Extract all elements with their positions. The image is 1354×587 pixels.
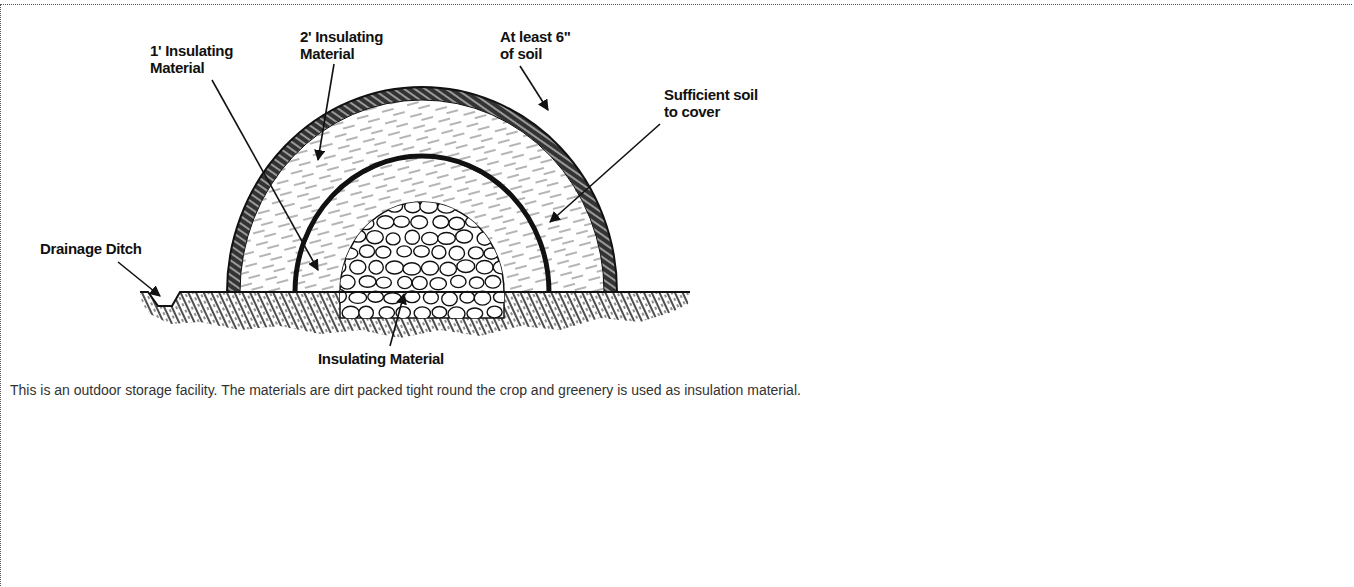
crop-stone [493, 261, 511, 274]
crop-stone [495, 200, 510, 213]
ground-line [140, 292, 690, 306]
crop-stone [442, 292, 458, 306]
crop-stone [477, 232, 492, 245]
leader-line [318, 64, 334, 160]
crop-stone [449, 217, 465, 229]
crop-stone [432, 246, 446, 259]
crop-stone [422, 232, 438, 244]
crop-stone [339, 275, 355, 289]
crop-stone [412, 276, 427, 289]
crop-stone [457, 260, 475, 273]
crop-stone [432, 307, 446, 318]
crop-stone [483, 216, 500, 230]
leader-line [390, 294, 404, 346]
crop-stone [430, 278, 446, 290]
leader-line [520, 66, 548, 110]
layer-label: At least 6" of soil [500, 28, 580, 62]
crop-stone [376, 277, 391, 288]
crop-stone [484, 248, 498, 259]
crop-stone [351, 230, 366, 242]
crop-stone [351, 201, 365, 215]
crop-stone [403, 263, 421, 275]
layer-label: 1' Insulating Material [150, 42, 250, 76]
crop-stone [421, 261, 438, 275]
crop-stone [433, 216, 449, 228]
crop-stone [342, 306, 359, 319]
crop-stone [494, 231, 508, 242]
crop-stone [397, 246, 412, 257]
crop-stone [398, 276, 412, 288]
crop-stone [367, 231, 384, 244]
crop-stone [494, 291, 509, 302]
crop-stone [456, 230, 473, 243]
crop-stone [474, 291, 490, 305]
leader-line [550, 124, 660, 222]
crop-stone [487, 306, 502, 318]
crop-stone [423, 291, 438, 304]
crop-pile-outline [340, 202, 504, 318]
crop-stone [379, 307, 394, 319]
crop-stone [457, 202, 474, 214]
crop-stone [386, 233, 400, 245]
leader-line [118, 262, 160, 296]
crop-stone [359, 276, 376, 288]
crop-stone [466, 216, 483, 227]
crop-stone [341, 215, 355, 229]
crop-stone [476, 261, 493, 274]
crop-stone [359, 245, 374, 257]
crop-stone [350, 260, 366, 274]
crop-stone [449, 246, 464, 260]
crop-stone [358, 218, 374, 230]
crop-stones [332, 199, 511, 320]
crop-stone [451, 275, 466, 287]
crop-stone [475, 203, 491, 215]
crop-stone [384, 293, 401, 304]
ground-soil [140, 292, 690, 338]
crop-stone [411, 216, 428, 229]
crop-stone [349, 292, 367, 303]
crop-stone [340, 248, 357, 259]
crop-stone [333, 202, 347, 214]
crop-stone [460, 291, 474, 303]
crop-stone [414, 246, 430, 257]
crop-stone [377, 216, 394, 229]
inner-soil-cover [295, 156, 549, 292]
crop-stone [405, 200, 421, 212]
crop-stone [420, 199, 438, 213]
crop-stone [485, 276, 501, 289]
crop-stone [405, 230, 419, 244]
crop-stone [438, 233, 456, 245]
crop-stone [468, 247, 483, 259]
ditch-label: Drainage Ditch [40, 240, 180, 257]
crop-stone [438, 202, 456, 214]
crop-stone [369, 201, 384, 214]
layer-label: Insulating Material [318, 350, 518, 367]
crop-stone [387, 200, 403, 212]
crop-stone [467, 308, 483, 319]
crop-stone [440, 262, 457, 275]
crop-stone [359, 306, 374, 319]
crop-stone [376, 246, 391, 258]
crop-stone [414, 307, 430, 320]
crop-stone [332, 261, 346, 274]
crop-stone [448, 307, 465, 321]
figure-caption: This is an outdoor storage facility. The… [10, 380, 1330, 400]
layer-label: Sufficient soil to cover [664, 86, 774, 120]
crop-stone [386, 261, 404, 274]
crop-stone [394, 216, 410, 227]
crop-stone [469, 277, 483, 288]
leader-line [212, 80, 318, 270]
crop-stone [333, 232, 350, 245]
layer-label: 2' Insulating Material [300, 28, 400, 62]
crop-stone [369, 261, 383, 275]
